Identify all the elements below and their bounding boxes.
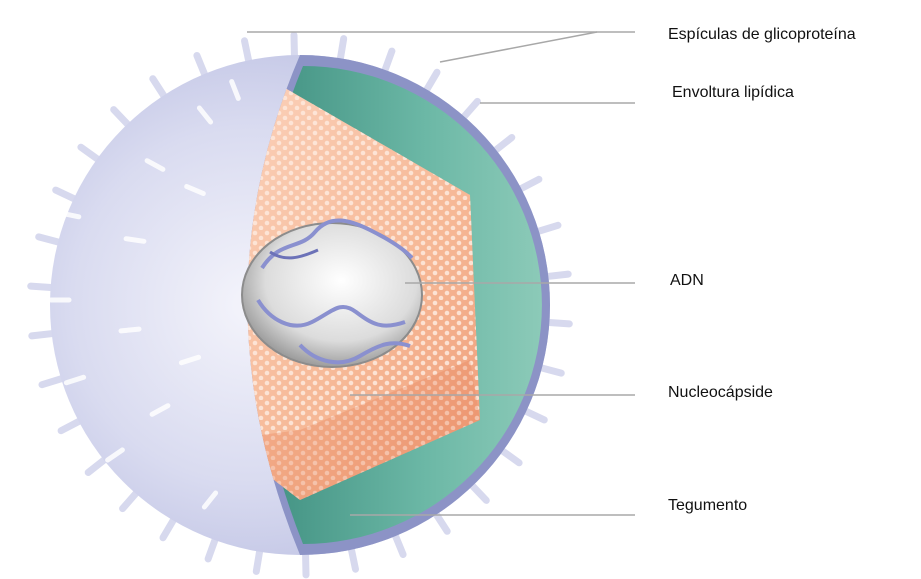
label-tegument: Tegumento xyxy=(668,497,747,515)
label-nucleocapsid: Nucleocápside xyxy=(668,384,773,402)
label-glycoprotein-spikes: Espículas de glicoproteína xyxy=(668,26,856,44)
surface-glycoprotein-mark xyxy=(61,213,79,217)
surface-glycoprotein-mark xyxy=(121,329,139,331)
label-lipid-envelope: Envoltura lipídica xyxy=(672,84,794,102)
surface-glycoprotein-mark xyxy=(126,239,144,242)
leader-line-spikes-diagonal xyxy=(440,32,597,62)
surface-glycoprotein-mark xyxy=(88,130,103,140)
label-dna: ADN xyxy=(670,272,704,290)
